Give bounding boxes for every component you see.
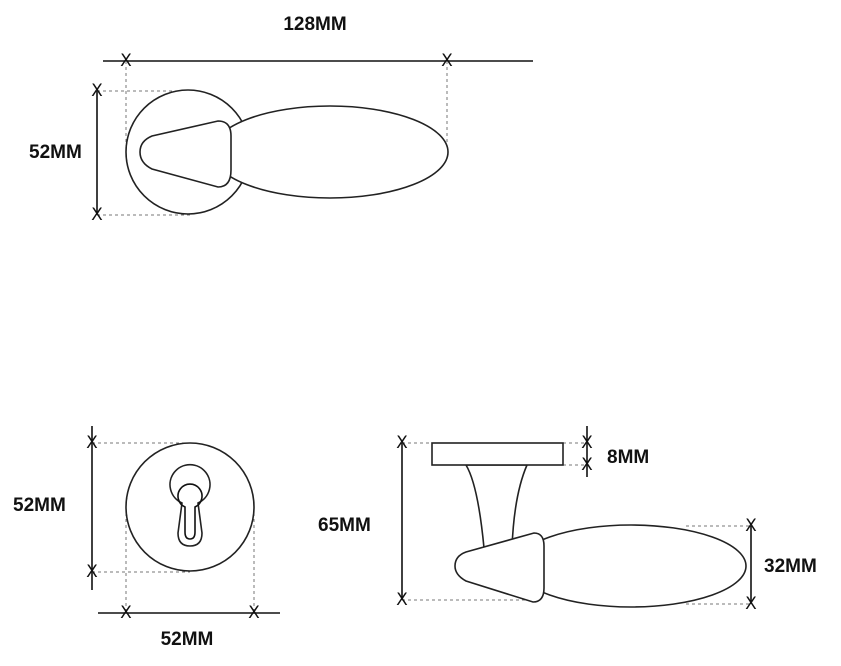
dimension-marker: X <box>745 516 757 536</box>
lever-neck <box>139 120 232 188</box>
top-view: X X X X 128MM 52MM <box>29 14 533 225</box>
rosette-width-label: 52MM <box>161 629 214 650</box>
side-height-label: 65MM <box>318 515 371 536</box>
dimension-marker: X <box>91 205 103 225</box>
rosette-view: X X X X 52MM 52MM <box>13 426 280 650</box>
lever-neck <box>454 532 545 603</box>
dimension-marker: X <box>86 562 98 582</box>
handle-stem <box>464 464 529 549</box>
dimension-marker: X <box>120 603 132 623</box>
dimension-marker: X <box>396 433 408 453</box>
dimension-marker: X <box>86 433 98 453</box>
rosette-height-label: 52MM <box>13 495 66 516</box>
top-height-label: 52MM <box>29 142 82 163</box>
dimension-marker: X <box>581 455 593 475</box>
lever-grip <box>211 105 449 199</box>
dimension-marker: X <box>581 433 593 453</box>
keyhole-inner <box>177 483 203 540</box>
lever-height-label: 32MM <box>764 556 817 577</box>
lever-grip <box>515 524 747 608</box>
dimension-marker: X <box>441 51 453 71</box>
plate-thickness-label: 8MM <box>607 447 649 468</box>
dimension-marker: X <box>91 81 103 101</box>
dimension-marker: X <box>248 603 260 623</box>
rose-plate <box>431 442 564 466</box>
keyhole <box>169 463 211 547</box>
side-view: X X X X X X 8MM 65MM 32MM <box>318 426 817 614</box>
dimension-marker: X <box>745 594 757 614</box>
dimension-marker: X <box>120 51 132 71</box>
top-width-label: 128MM <box>283 14 346 35</box>
dimension-marker: X <box>396 590 408 610</box>
